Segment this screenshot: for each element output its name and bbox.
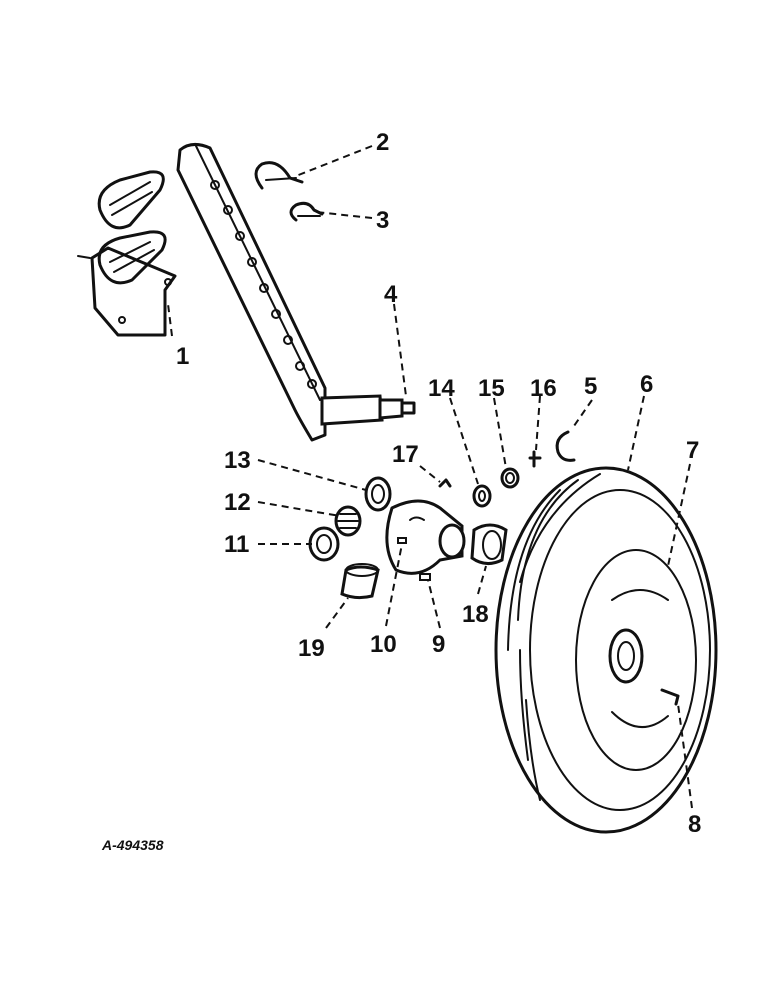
mounting-bracket-drawing bbox=[77, 170, 177, 337]
callout-8: 8 bbox=[688, 811, 701, 838]
callout-12: 12 bbox=[224, 489, 251, 516]
callout-1: 1 bbox=[176, 343, 189, 370]
seal-drawing bbox=[308, 526, 340, 562]
callout-2: 2 bbox=[376, 129, 389, 156]
callout-9: 9 bbox=[432, 631, 445, 658]
callout-16: 16 bbox=[530, 375, 557, 402]
callout-7: 7 bbox=[686, 437, 699, 464]
callout-10: 10 bbox=[370, 631, 397, 658]
callout-17: 17 bbox=[392, 441, 419, 468]
bearing-cup-drawing bbox=[364, 476, 392, 512]
spacer-drawing bbox=[340, 563, 380, 600]
tire-drawing bbox=[494, 466, 718, 834]
callout-14: 14 bbox=[428, 375, 455, 402]
washer-drawing bbox=[472, 484, 492, 508]
cotter-clip-drawing bbox=[289, 201, 324, 222]
cotter-pin-drawing bbox=[528, 450, 542, 468]
callout-13: 13 bbox=[224, 447, 251, 474]
callout-4: 4 bbox=[384, 281, 398, 308]
leader-lines bbox=[167, 145, 693, 809]
callout-15: 15 bbox=[478, 375, 505, 402]
wheel-arm-drawing bbox=[176, 143, 416, 442]
grease-fitting-drawing bbox=[438, 478, 452, 488]
hair-pin-clip-drawing bbox=[254, 161, 304, 190]
callout-18: 18 bbox=[462, 601, 489, 628]
arm-holes bbox=[210, 180, 317, 389]
bearing-cone-drawing bbox=[334, 505, 362, 537]
valve-stem-drawing bbox=[660, 688, 680, 706]
cap-clip-drawing bbox=[555, 430, 576, 462]
outer-bearing-drawing bbox=[470, 523, 508, 565]
wheel-rim-drawing bbox=[575, 549, 697, 771]
callout-19: 19 bbox=[298, 635, 325, 662]
hub-drawing bbox=[385, 499, 466, 581]
callout-3: 3 bbox=[376, 207, 389, 234]
callout-6: 6 bbox=[640, 371, 653, 398]
callout-5: 5 bbox=[584, 373, 597, 400]
figure-id: A-494358 bbox=[101, 837, 164, 853]
nut-drawing bbox=[500, 467, 520, 489]
callout-11: 11 bbox=[224, 531, 249, 558]
